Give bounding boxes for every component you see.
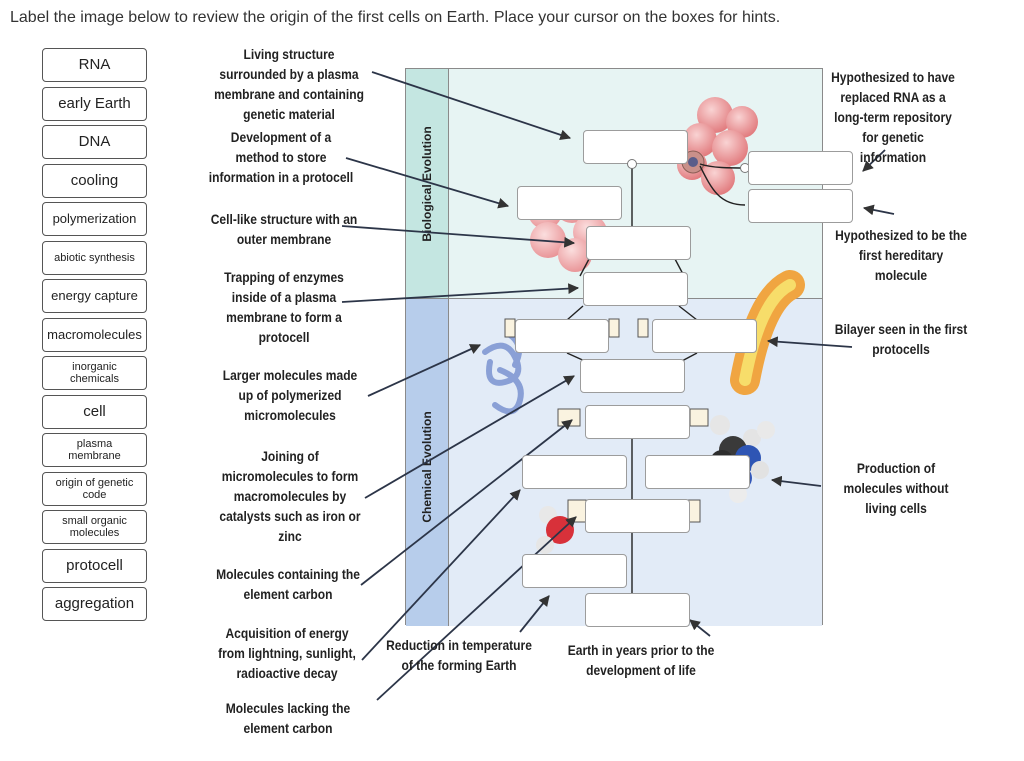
instructions-text: Label the image below to review the orig… xyxy=(10,9,781,26)
label-aggregation[interactable]: aggregation xyxy=(42,587,147,621)
label-inorganic-chemicals[interactable]: inorganic chemicals xyxy=(42,356,147,390)
hint-replaced-rna: Hypothesized to have replaced RNA as a l… xyxy=(831,69,955,165)
connector-node-marker xyxy=(627,159,637,169)
dropzone-aggregation[interactable] xyxy=(583,272,688,306)
dropzone-dna[interactable] xyxy=(748,151,853,185)
dropzone-plasma-membrane[interactable] xyxy=(652,319,757,353)
dropzone-polymerization[interactable] xyxy=(580,359,685,393)
label-cooling[interactable]: cooling xyxy=(42,164,147,198)
chemical-evolution-label: Chemical Evolution xyxy=(420,411,434,523)
hint-bilayer: Bilayer seen in the first protocells xyxy=(834,321,968,357)
hint-trapping-enzymes: Trapping of enzymes inside of a plasma m… xyxy=(224,269,344,345)
dropzone-cooling[interactable] xyxy=(522,554,627,588)
hint-molecules-without-cells: Production of molecules without living c… xyxy=(843,460,949,516)
hint-temperature-reduction: Reduction in temperature of the forming … xyxy=(386,637,532,673)
hint-joining-micromolecules: Joining of micromolecules to form macrom… xyxy=(219,448,361,544)
hint-cell-like-structure: Cell-like structure with an outer membra… xyxy=(210,211,358,247)
biological-evolution-label: Biological Evolution xyxy=(420,126,434,242)
hint-carbon-molecules: Molecules containing the element carbon xyxy=(216,566,360,602)
dropzone-early-earth[interactable] xyxy=(585,593,690,627)
label-polymerization[interactable]: polymerization xyxy=(42,202,147,236)
label-dna[interactable]: DNA xyxy=(42,125,147,159)
dropzone-small-organic-molecules[interactable] xyxy=(585,405,690,439)
hint-earth-before-life: Earth in years prior to the development … xyxy=(567,642,715,678)
hint-larger-molecules: Larger molecules made up of polymerized … xyxy=(222,367,358,423)
dropzone-origin-of-genetic-code[interactable] xyxy=(517,186,622,220)
label-energy-capture[interactable]: energy capture xyxy=(42,279,147,313)
dropzone-cell[interactable] xyxy=(583,130,688,164)
label-early-earth[interactable]: early Earth xyxy=(42,87,147,121)
label-abiotic-synthesis[interactable]: abiotic synthesis xyxy=(42,241,147,275)
label-macromolecules[interactable]: macromolecules xyxy=(42,318,147,352)
dropzone-abiotic-synthesis[interactable] xyxy=(645,455,750,489)
hint-no-carbon-molecules: Molecules lacking the element carbon xyxy=(225,700,351,736)
hint-store-information: Development of a method to store informa… xyxy=(208,129,354,185)
hint-living-structure: Living structure surrounded by a plasma … xyxy=(214,46,364,122)
label-protocell[interactable]: protocell xyxy=(42,549,147,583)
label-rna[interactable]: RNA xyxy=(42,48,147,82)
label-cell[interactable]: cell xyxy=(42,395,147,429)
dropzone-energy-capture[interactable] xyxy=(522,455,627,489)
dropzone-protocell[interactable] xyxy=(586,226,691,260)
label-small-organic-molecules[interactable]: small organic molecules xyxy=(42,510,147,544)
dropzone-rna[interactable] xyxy=(748,189,853,223)
label-origin-of-genetic-code[interactable]: origin of genetic code xyxy=(42,472,147,506)
label-plasma-membrane[interactable]: plasma membrane xyxy=(42,433,147,467)
dropzone-inorganic-chemicals[interactable] xyxy=(585,499,690,533)
hint-energy-acquisition: Acquisition of energy from lightning, su… xyxy=(218,625,356,681)
dropzone-macromolecules[interactable] xyxy=(515,319,609,353)
hint-first-hereditary-molecule: Hypothesized to be the first hereditary … xyxy=(835,227,967,283)
